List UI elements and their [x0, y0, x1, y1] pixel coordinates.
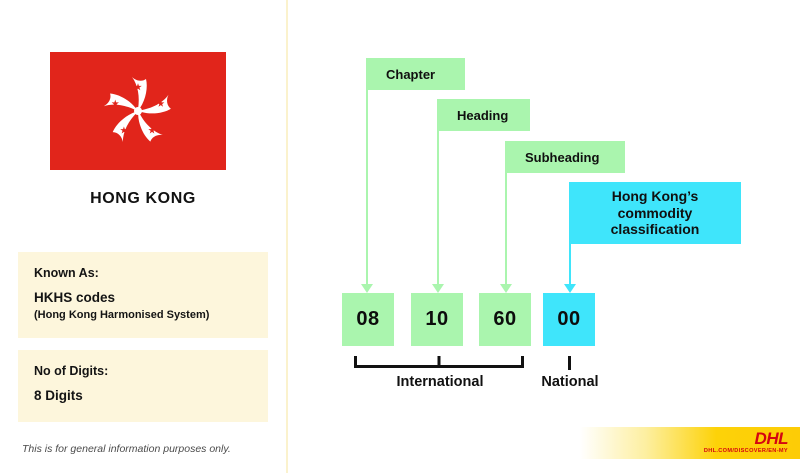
- digits-label: No of Digits:: [34, 364, 109, 378]
- dhl-wordmark: DHL: [754, 429, 789, 448]
- country-info-panel: HONG KONG Known As: HKHS codes (Hong Kon…: [0, 0, 286, 473]
- tag-subheading: Subheading: [505, 141, 625, 173]
- national-tag-line2: commodity: [617, 204, 693, 221]
- known-as-sub: (Hong Kong Harmonised System): [34, 308, 210, 321]
- dhl-footer-banner: DHL DHL.COM/DISCOVER/EN-MY: [580, 427, 800, 459]
- connector-line-chapter: [366, 62, 368, 284]
- tag-national-classification: Hong Kong’s commodity classification: [569, 182, 741, 244]
- panel-divider: [286, 0, 288, 473]
- tag-chapter: Chapter: [366, 58, 465, 90]
- arrowhead-national-icon: [564, 284, 576, 293]
- group-label-international: International: [396, 374, 484, 390]
- tag-heading: Heading: [437, 99, 530, 131]
- arrowhead-chapter-icon: [361, 284, 373, 293]
- group-label-national: National: [541, 374, 599, 390]
- info-box-no-of-digits: No of Digits: 8 Digits: [18, 350, 268, 422]
- tick-national: [568, 356, 571, 370]
- country-name: HONG KONG: [90, 190, 196, 207]
- known-as-value: HKHS codes: [34, 290, 116, 305]
- connector-line-heading: [437, 103, 439, 284]
- known-as-label: Known As:: [34, 266, 99, 280]
- info-box-known-as: Known As: HKHS codes (Hong Kong Harmonis…: [18, 252, 268, 338]
- hs-code-breakdown-diagram: Chapter Heading Subheading Hong Kong’s c…: [286, 0, 800, 473]
- digit-box-heading: 10: [411, 293, 463, 346]
- arrowhead-heading-icon: [432, 284, 444, 293]
- bracket-international: [354, 356, 524, 368]
- digit-box-subheading: 60: [479, 293, 531, 346]
- digits-value: 8 Digits: [34, 388, 83, 403]
- digit-box-chapter: 08: [342, 293, 394, 346]
- arrowhead-subheading-icon: [500, 284, 512, 293]
- dhl-logo: DHL DHL.COM/DISCOVER/EN-MY: [703, 429, 789, 455]
- disclaimer-text: This is for general information purposes…: [22, 443, 231, 455]
- connector-line-subheading: [505, 145, 507, 284]
- dhl-url-text: DHL.COM/DISCOVER/EN-MY: [703, 448, 788, 454]
- national-tag-line1: Hong Kong’s: [611, 187, 699, 204]
- national-tag-line3: classification: [610, 221, 700, 238]
- digit-box-national: 00: [543, 293, 595, 346]
- hong-kong-flag-icon: [50, 52, 226, 170]
